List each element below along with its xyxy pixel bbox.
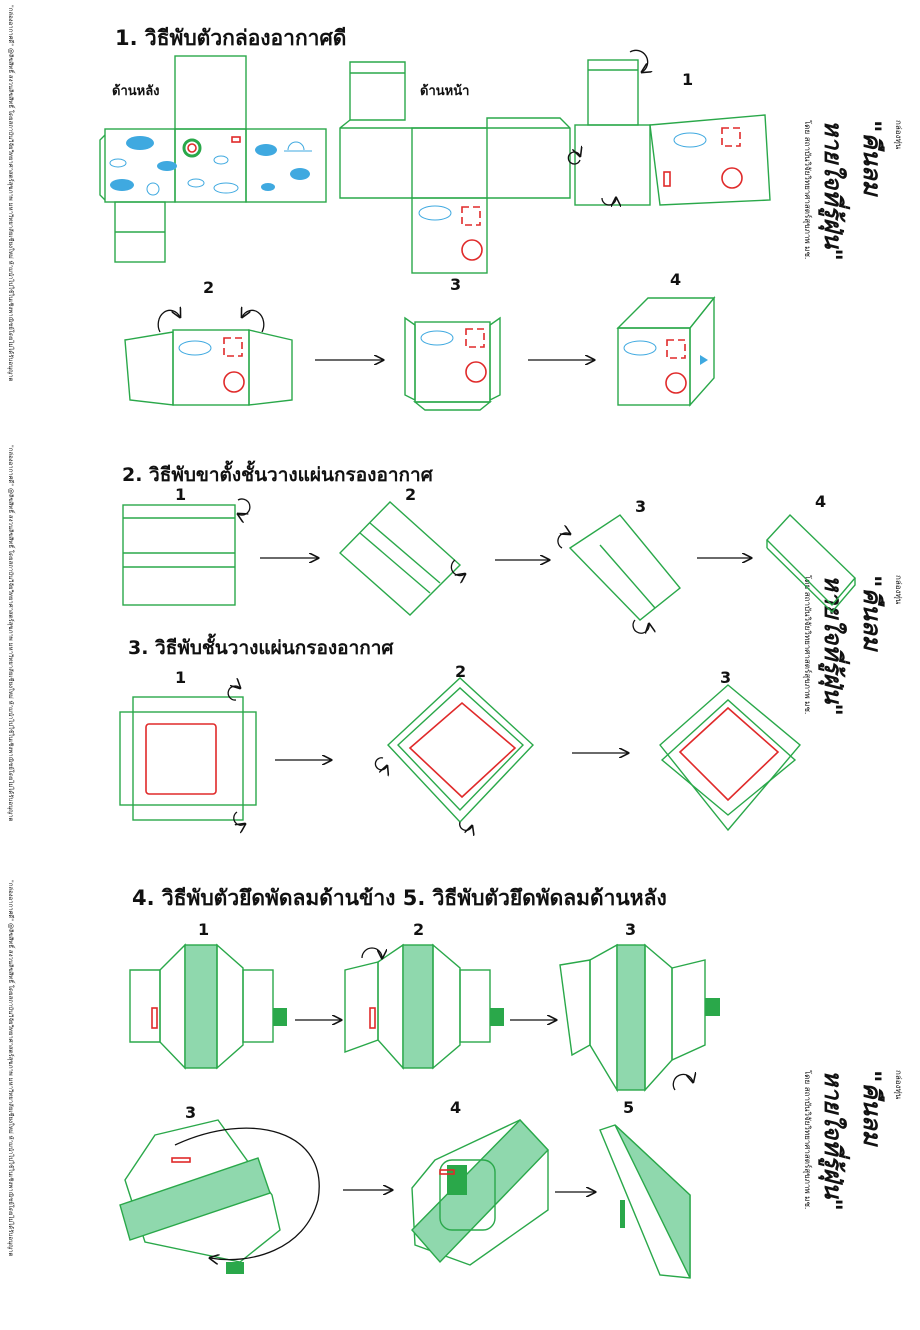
sun-icon (146, 182, 160, 196)
s2-fold-step4 (766, 513, 856, 614)
s1-step-4: 4 (670, 270, 682, 289)
s1-step-3: 3 (450, 275, 462, 294)
s45-step-1: 1 (198, 920, 210, 939)
s2-fold-step2 (338, 501, 465, 616)
s1-fold-step1 (567, 49, 771, 205)
s45-fold-step3 (559, 943, 720, 1093)
s3-step-3: 3 (720, 668, 732, 687)
cloud-icon (109, 136, 310, 194)
s3-fold-step2 (374, 677, 534, 830)
s45-step-2: 2 (413, 920, 425, 939)
s45-step-4: 4 (450, 1098, 462, 1117)
s1-step-2: 2 (203, 278, 215, 297)
box-net-back (99, 55, 327, 263)
s45-step-3b: 3 (185, 1103, 197, 1122)
fan-icon (182, 138, 202, 158)
s45-step-3: 3 (625, 920, 637, 939)
section3-title: 3. วิธีพับชั้นวางแผ่นกรองอากาศ (128, 637, 394, 659)
back-side-label: ด้านหลัง (112, 84, 160, 99)
s2-fold-step1 (122, 498, 251, 606)
s45-fold-step3b (119, 1119, 320, 1274)
sunset-icon (287, 141, 305, 151)
diagram-canvas (99, 49, 856, 1279)
s2-step-4: 4 (815, 492, 827, 511)
s3-fold-step3 (659, 684, 801, 832)
s1-fold-step3 (404, 316, 501, 411)
s1-step-1: 1 (682, 70, 694, 89)
s1-fold-step4 (616, 296, 716, 407)
section1-title: 1. วิธีพับตัวกล่องอากาศดี (115, 26, 347, 50)
s45-fold-step2 (344, 943, 504, 1070)
s45-fold-step1 (129, 943, 287, 1070)
front-side-label: ด้านหน้า (420, 84, 470, 99)
section2-title: 2. วิธีพับขาตั้งชั้นวางแผ่นกรองอากาศ (122, 464, 433, 486)
s2-step-3: 3 (635, 497, 647, 516)
s45-step-5: 5 (623, 1098, 635, 1117)
s45-fold-step5 (599, 1124, 691, 1279)
s3-step-1: 1 (175, 668, 187, 687)
s1-fold-step2 (124, 310, 293, 406)
s2-step-2: 2 (405, 485, 417, 504)
s2-fold-step3 (557, 514, 681, 634)
section45-title: 4. วิธีพับตัวยึดพัดลมด้านข้าง 5. วิธีพับ… (132, 886, 667, 910)
s3-fold-step1 (119, 686, 257, 825)
s45-fold-step4 (411, 1118, 549, 1266)
s2-step-1: 1 (175, 485, 187, 504)
s3-step-2: 2 (455, 662, 467, 681)
box-net-front (339, 61, 571, 274)
